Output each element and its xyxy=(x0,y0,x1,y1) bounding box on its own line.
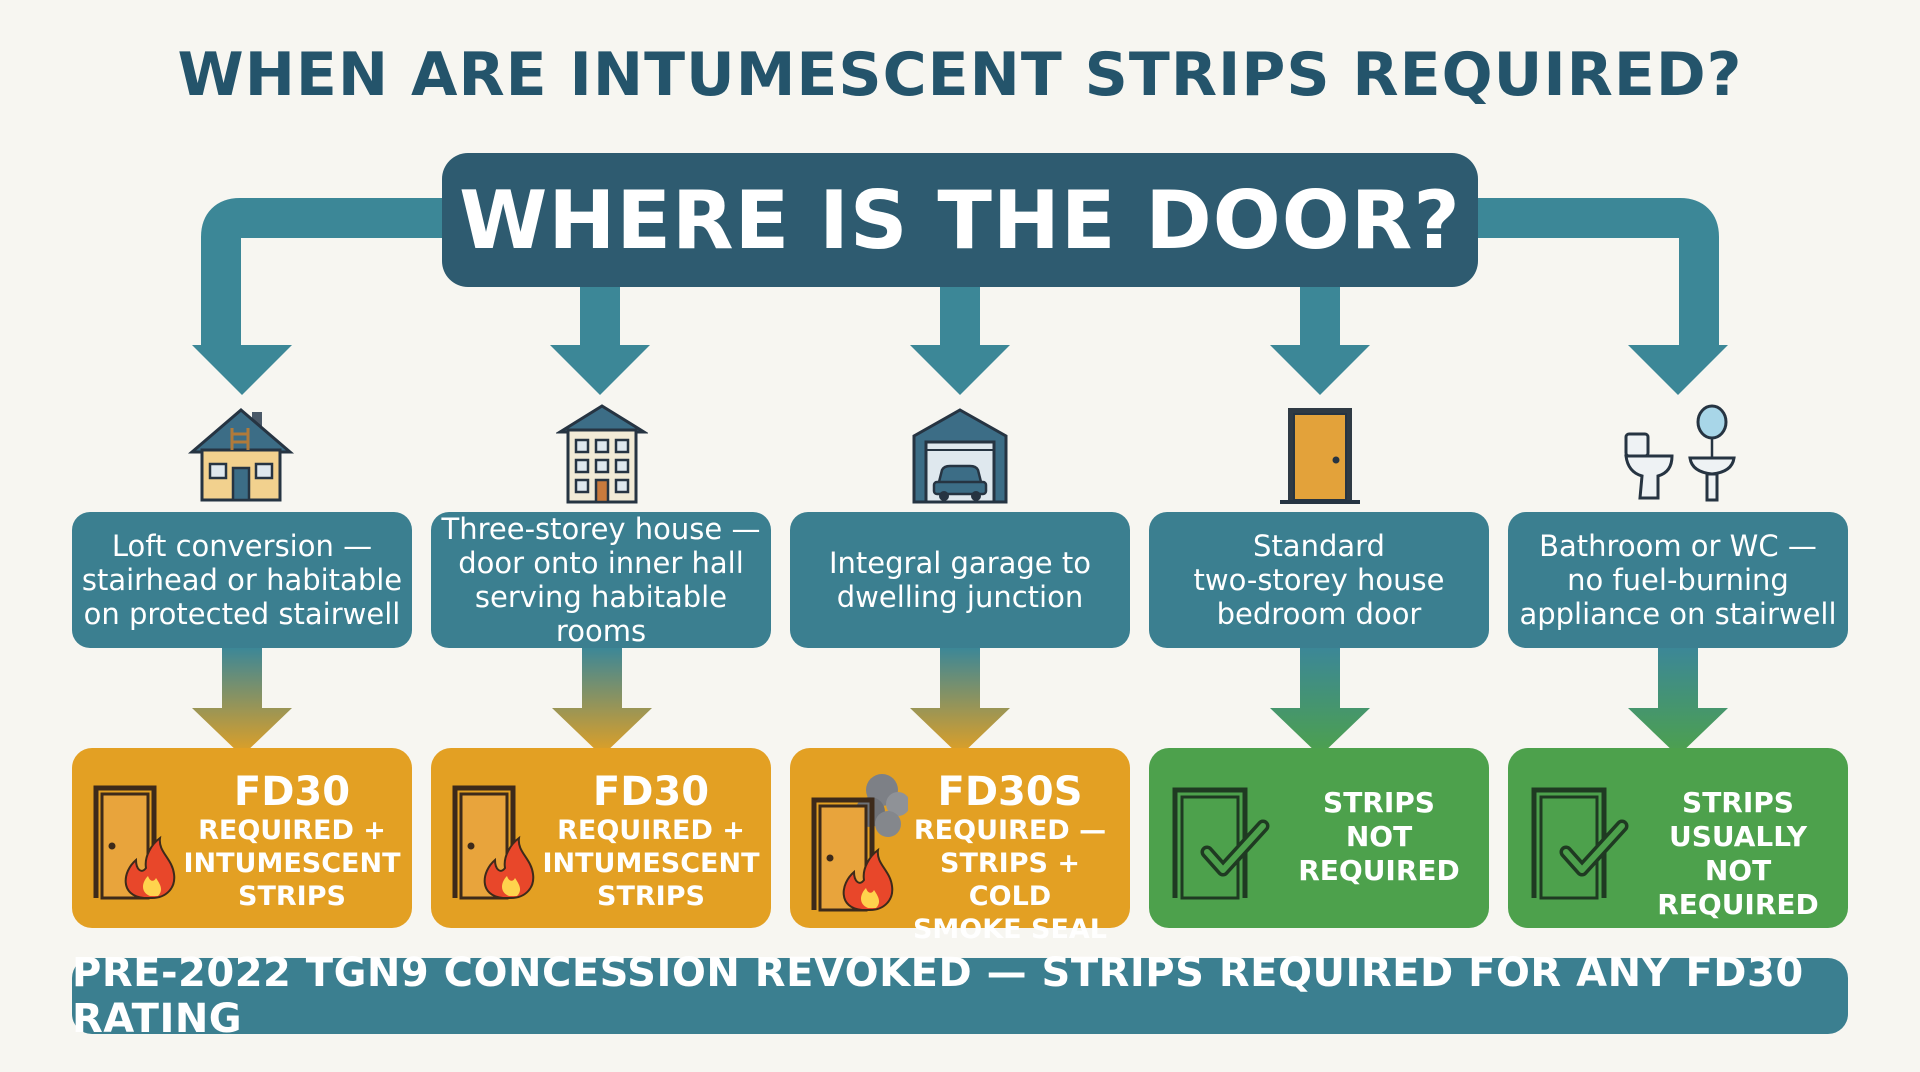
door-fire-icon xyxy=(452,785,535,900)
result-text: STRIPS USUALLY NOT REQUIRED xyxy=(1636,786,1840,922)
result-arrow-2 xyxy=(552,648,652,756)
result-box-4: STRIPS NOT REQUIRED xyxy=(1149,748,1489,928)
bathroom-icon xyxy=(1624,404,1736,502)
condition-box-5: Bathroom or WC — no fuel-burning applian… xyxy=(1508,512,1848,648)
door-check-icon xyxy=(1531,787,1629,900)
result-description: REQUIRED + INTUMESCENT STRIPS xyxy=(542,815,760,912)
footer-banner: PRE-2022 TGN9 CONCESSION REVOKED — STRIP… xyxy=(72,950,1848,1042)
flow-arrow-4 xyxy=(1300,287,1340,349)
flow-arrow-1 xyxy=(201,198,442,348)
flow-arrowhead-4 xyxy=(1270,345,1370,395)
flow-arrow-3 xyxy=(940,287,980,349)
door-icon xyxy=(1280,408,1360,504)
door-check-icon xyxy=(1172,787,1270,900)
result-arrow-4 xyxy=(1270,648,1370,756)
question-box: WHERE IS THE DOOR? xyxy=(442,153,1478,287)
result-box-5: STRIPS USUALLY NOT REQUIRED xyxy=(1508,748,1848,928)
result-text: FD30 REQUIRED + INTUMESCENT STRIPS xyxy=(180,770,404,913)
result-arrow-1 xyxy=(192,648,292,756)
door-fire-smoke-icon xyxy=(811,774,908,912)
flow-arrow-5 xyxy=(1478,198,1719,348)
result-box-3: FD30S REQUIRED — STRIPS + COLD SMOKE SEA… xyxy=(790,748,1130,945)
flow-arrowhead-3 xyxy=(910,345,1010,395)
result-text: FD30S REQUIRED — STRIPS + COLD SMOKE SEA… xyxy=(898,770,1122,946)
flow-arrow-2 xyxy=(580,287,620,349)
result-arrow-3 xyxy=(910,648,1010,756)
result-arrow-5 xyxy=(1628,648,1728,756)
page-title: WHEN ARE INTUMESCENT STRIPS REQUIRED? xyxy=(177,40,1743,110)
flow-arrowhead-5 xyxy=(1628,345,1728,395)
flow-arrowhead-2 xyxy=(550,345,650,395)
result-description: REQUIRED + INTUMESCENT STRIPS xyxy=(183,815,401,912)
condition-text: Bathroom or WC — no fuel-burning applian… xyxy=(1519,529,1837,631)
question-text: WHERE IS THE DOOR? xyxy=(459,173,1461,267)
fire-rating-code: FD30S xyxy=(937,769,1083,815)
fire-rating-code: FD30 xyxy=(592,769,710,815)
condition-box-1: Loft conversion — stairhead or habitable… xyxy=(72,512,412,648)
condition-box-3: Integral garage to dwelling junction xyxy=(790,512,1130,648)
result-box-2: FD30 REQUIRED + INTUMESCENT STRIPS xyxy=(431,748,771,928)
result-description: STRIPS USUALLY NOT REQUIRED xyxy=(1657,786,1819,921)
door-fire-icon xyxy=(93,785,176,900)
flow-arrowhead-1 xyxy=(192,345,292,395)
result-text: FD30 REQUIRED + INTUMESCENT STRIPS xyxy=(539,770,763,913)
footer-text: PRE-2022 TGN9 CONCESSION REVOKED — STRIP… xyxy=(72,950,1804,1042)
condition-text: Integral garage to dwelling junction xyxy=(829,546,1091,614)
condition-box-4: Standard two-storey house bedroom door xyxy=(1149,512,1489,648)
result-description: STRIPS NOT REQUIRED xyxy=(1298,786,1460,887)
fire-rating-code: FD30 xyxy=(233,769,351,815)
house-loft-icon xyxy=(187,408,295,502)
condition-box-2: Three-storey house — door onto inner hal… xyxy=(431,512,771,648)
result-description: REQUIRED — STRIPS + COLD SMOKE SEAL xyxy=(912,815,1108,945)
condition-text: Three-storey house — door onto inner hal… xyxy=(441,512,761,648)
condition-text: Standard two-storey house bedroom door xyxy=(1193,529,1445,631)
result-text: STRIPS NOT REQUIRED xyxy=(1277,786,1481,888)
condition-text: Loft conversion — stairhead or habitable… xyxy=(81,529,403,631)
garage-car-icon xyxy=(912,408,1008,504)
three-storey-house-icon xyxy=(556,404,648,504)
result-box-1: FD30 REQUIRED + INTUMESCENT STRIPS xyxy=(72,748,412,928)
